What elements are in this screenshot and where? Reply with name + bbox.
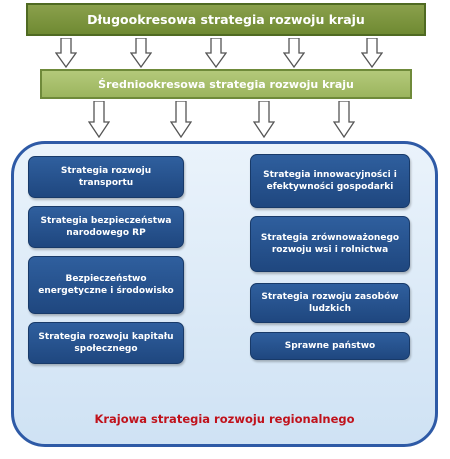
strategy-box-national-security: Strategia bezpieczeństwa narodowego RP (28, 206, 184, 248)
down-arrow-icon (88, 101, 110, 138)
strategy-box-label: Strategia zrównoważonego rozwoju wsi i r… (260, 233, 400, 255)
strategy-box-label: Strategia rozwoju transportu (60, 166, 152, 188)
strategy-box-label: Bezpieczeństwo energetyczne i środowisko (38, 274, 174, 296)
strategy-box-label: Strategia bezpieczeństwa narodowego RP (40, 216, 172, 238)
down-arrow-icon (333, 101, 355, 138)
down-arrow-icon (253, 101, 275, 138)
strategy-box-label: Strategia rozwoju zasobów ludzkich (261, 292, 399, 314)
regional-strategy-title: Krajowa strategia rozwoju regionalnego (94, 412, 355, 426)
strategy-box-innovation: Strategia innowacyjności i efektywności … (250, 154, 410, 208)
down-arrow-icon (55, 38, 77, 68)
strategy-box-human-resources: Strategia rozwoju zasobów ludzkich (250, 283, 410, 323)
strategy-box-label: Strategia rozwoju kapitału społecznego (38, 332, 174, 354)
strategy-box-social-capital: Strategia rozwoju kapitału społecznego (28, 322, 184, 364)
long-term-strategy-bar: Długookresowa strategia rozwoju kraju (26, 3, 426, 36)
long-term-strategy-label: Długookresowa strategia rozwoju kraju (87, 12, 365, 27)
strategy-box-label: Strategia innowacyjności i efektywności … (263, 170, 397, 192)
strategy-box-transport: Strategia rozwoju transportu (28, 156, 184, 198)
down-arrow-icon (361, 38, 383, 68)
down-arrow-icon (170, 101, 192, 138)
medium-term-strategy-label: Średniookresowa strategia rozwoju kraju (98, 77, 354, 91)
strategy-box-rural-development: Strategia zrównoważonego rozwoju wsi i r… (250, 216, 410, 272)
down-arrow-icon (205, 38, 227, 68)
strategy-box-energy-security: Bezpieczeństwo energetyczne i środowisko (28, 256, 184, 314)
down-arrow-icon (130, 38, 152, 68)
strategy-box-label: Sprawne państwo (284, 341, 376, 351)
down-arrow-icon (283, 38, 305, 68)
medium-term-strategy-bar: Średniookresowa strategia rozwoju kraju (40, 69, 412, 99)
strategy-box-efficient-state: Sprawne państwo (250, 332, 410, 360)
